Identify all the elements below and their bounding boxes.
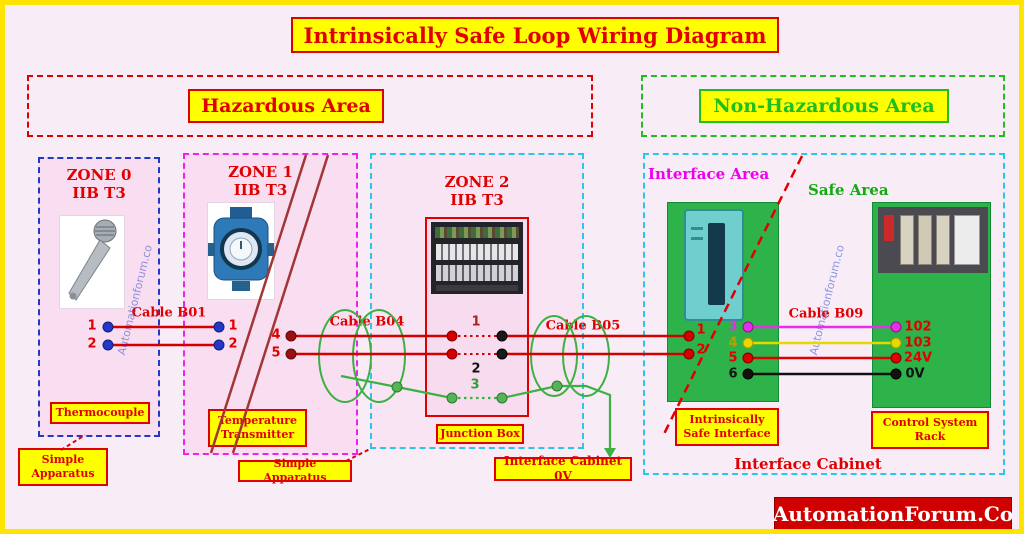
zone1-title: ZONE 1 IIB T3: [183, 163, 338, 199]
zone2-title: ZONE 2 IIB T3: [370, 173, 584, 209]
csr-module-3-graphic: [936, 215, 950, 265]
csr-terminal-0v-label: 0V: [905, 366, 925, 382]
csr-module-4-graphic: [954, 215, 980, 265]
junction-box-label: Junction Box: [436, 424, 524, 444]
thermocouple-graphic: [68, 219, 117, 301]
brand-banner: AutomationForum.Co: [773, 497, 1013, 529]
csr-rack-image: [878, 207, 988, 273]
isi-terminal-4-label: 4: [728, 335, 738, 351]
thermocouple-image: [59, 215, 125, 309]
transmitter-graphic: [208, 207, 274, 291]
isi-terminal-6-label: 6: [728, 366, 738, 382]
csr-terminal-24v-label: 24V: [903, 350, 933, 366]
isi-box: [667, 202, 779, 402]
zone0-simple-apparatus-label: Simple Apparatus: [18, 448, 108, 486]
isi-front-slot-graphic: [708, 223, 725, 305]
cable-b01-label: Cable B01: [131, 305, 207, 321]
isi-device-image: [684, 209, 744, 321]
junction-row-1-label: 1: [471, 314, 481, 330]
csr-label: Control System Rack: [871, 411, 989, 449]
zone0-terminal-2-label: 2: [87, 336, 97, 352]
junction-row-3-label: 3: [470, 377, 480, 393]
non-hazardous-area-label: Non-Hazardous Area: [699, 89, 949, 123]
interface-cabinet-label: Interface Cabinet: [734, 455, 882, 473]
isi-terminal-1-label: 1: [696, 322, 706, 338]
csr-module-2-graphic: [918, 215, 932, 265]
zone1-terminal-right-5-label: 5: [271, 345, 281, 361]
cable-b04-label: Cable B04: [329, 314, 405, 330]
isi-terminal-2-label: 2: [696, 342, 706, 358]
csr-box: [872, 202, 991, 408]
zone0-title-line1: ZONE 0: [66, 166, 132, 184]
csr-red-indicator-graphic: [884, 215, 894, 241]
thermocouple-label: Thermocouple: [50, 402, 150, 424]
junction-row-2-label: 2: [471, 361, 481, 377]
junction-terminal-strip-1: [436, 244, 518, 260]
zone1-simple-apparatus-label: Simple Apparatus: [238, 457, 352, 484]
zone1-title-line2: IIB T3: [233, 181, 288, 199]
zone2-title-line2: IIB T3: [450, 191, 504, 209]
page-title: Intrinsically Safe Loop Wiring Diagram: [291, 17, 779, 53]
interface-cabinet-box: [643, 153, 1005, 475]
interface-area-label: Interface Area: [648, 165, 770, 183]
csr-module-1-graphic: [900, 215, 914, 265]
interface-cabinet-0v-label: Interface Cabinet 0V: [494, 454, 632, 483]
hazardous-area-box: [27, 75, 593, 137]
cable-b09-label: Cable B09: [788, 306, 864, 322]
temperature-transmitter-image: [207, 202, 275, 300]
isi-terminal-5-label: 5: [728, 350, 738, 366]
zone0-title-line2: IIB T3: [72, 184, 126, 202]
zone0-title: ZONE 0 IIB T3: [38, 166, 160, 202]
csr-terminal-102-label: 102: [904, 319, 932, 335]
zone1-terminal-left-2-label: 2: [228, 336, 238, 352]
hazardous-area-label: Hazardous Area: [188, 89, 384, 123]
zone1-terminal-left-1-label: 1: [228, 318, 238, 334]
isi-detail-line-1: [691, 227, 703, 230]
isi-detail-line-2: [691, 237, 703, 240]
zone1-terminal-right-4-label: 4: [271, 327, 281, 343]
zone1-title-line1: ZONE 1: [228, 163, 293, 181]
non-hazardous-area-box: [641, 75, 1005, 137]
cable-b05-label: Cable B05: [545, 318, 621, 334]
zone0-terminal-1-label: 1: [87, 318, 97, 334]
zone2-title-line1: ZONE 2: [444, 173, 510, 191]
junction-box-image: [431, 222, 523, 294]
isi-terminal-3-label: 3: [728, 319, 738, 335]
isi-label: Intrinsically Safe Interface: [675, 408, 779, 446]
junction-rail-graphic: [436, 285, 518, 291]
junction-wires-graphic: [435, 227, 519, 238]
safe-area-label: Safe Area: [808, 181, 889, 199]
temperature-transmitter-label: Temperature Transmitter: [208, 409, 307, 447]
junction-terminal-strip-2: [436, 265, 518, 281]
csr-terminal-103-label: 103: [904, 335, 932, 351]
